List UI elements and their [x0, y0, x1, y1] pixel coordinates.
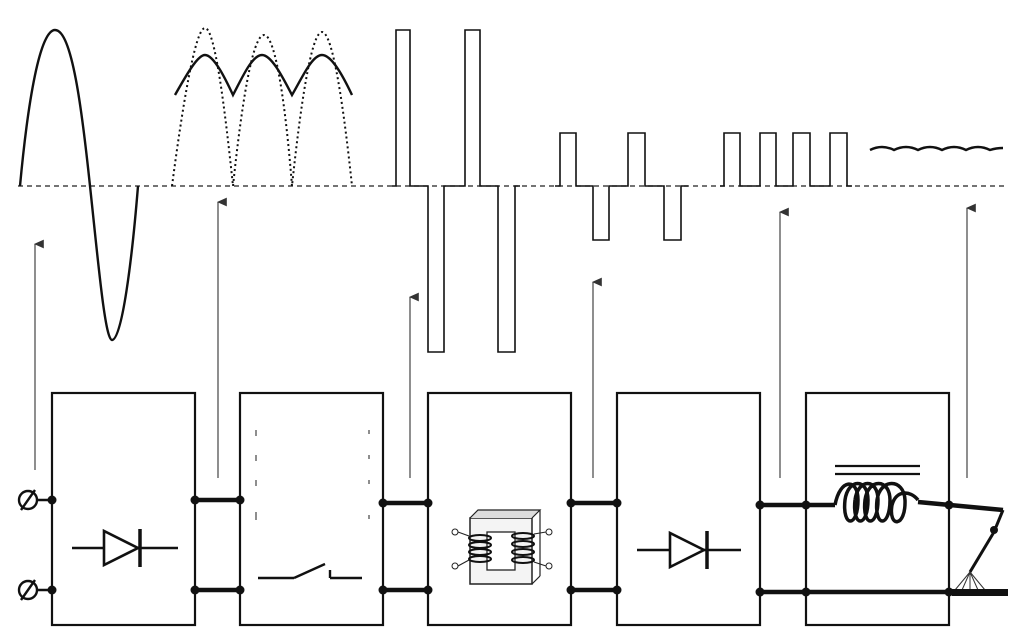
diode-icon — [637, 530, 741, 570]
waveform-square-pulses — [392, 29, 520, 353]
transformer-block — [426, 391, 573, 627]
waveform-rectified — [171, 26, 354, 187]
waveform-sine — [18, 28, 140, 342]
diode-icon — [72, 528, 178, 568]
waveform-smoothed-dc — [869, 145, 1004, 152]
switch-icon — [255, 430, 370, 580]
waveform-transformed-pulses — [555, 132, 688, 241]
welding-torch-icon — [952, 509, 1008, 596]
input-terminal-top — [17, 489, 52, 511]
inductor-icon — [833, 464, 1004, 524]
waveform-unipolar-pulses — [720, 132, 852, 187]
transformer-icon — [451, 509, 553, 585]
interconnect-wiring — [47, 495, 1008, 597]
inverter-block — [238, 391, 385, 627]
input-terminal-bottom — [17, 579, 52, 601]
rectifier-block — [50, 391, 197, 627]
output-rectifier-block — [615, 391, 762, 627]
measurement-arrows — [33, 197, 976, 478]
